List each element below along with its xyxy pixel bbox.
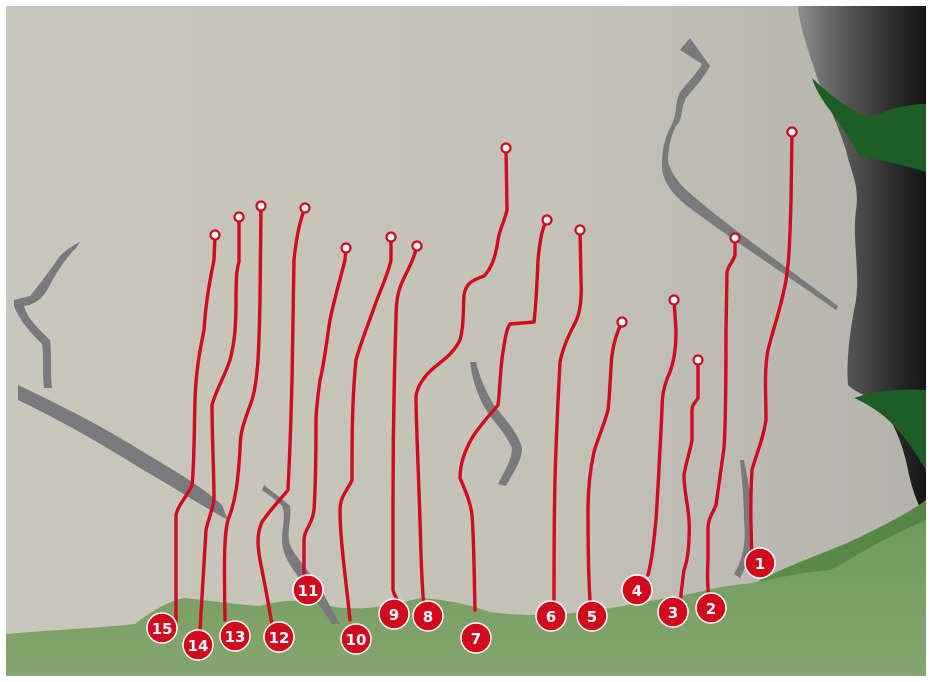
route-11-number: 11 (298, 582, 319, 600)
route-4-anchor (670, 296, 679, 305)
route-9-anchor (413, 242, 422, 251)
route-6-number: 6 (546, 608, 556, 626)
route-12-anchor (301, 204, 310, 213)
route-1-anchor (788, 128, 797, 137)
route-13-number: 13 (225, 628, 246, 646)
route-15-anchor (211, 231, 220, 240)
route-10-number: 10 (346, 631, 367, 649)
route-15-number: 15 (152, 620, 173, 638)
route-13-anchor (257, 202, 266, 211)
route-4-number: 4 (632, 582, 642, 600)
route-8-number: 8 (423, 608, 433, 626)
route-2-number: 2 (706, 600, 716, 618)
route-2-anchor (731, 234, 740, 243)
route-10-anchor (387, 233, 396, 242)
route-9-number: 9 (389, 606, 399, 624)
route-6-anchor (576, 226, 585, 235)
route-14-anchor (235, 213, 244, 222)
route-5-anchor (618, 318, 627, 327)
route-11-anchor (342, 244, 351, 253)
route-12-number: 12 (269, 629, 290, 647)
route-8-anchor (502, 144, 511, 153)
route-5-number: 5 (587, 608, 597, 626)
route-7-anchor (543, 216, 552, 225)
route-3-number: 3 (668, 604, 678, 622)
route-14-number: 14 (188, 637, 209, 655)
route-1-number: 1 (755, 555, 765, 573)
route-3-anchor (694, 356, 703, 365)
route-7-number: 7 (471, 630, 481, 648)
